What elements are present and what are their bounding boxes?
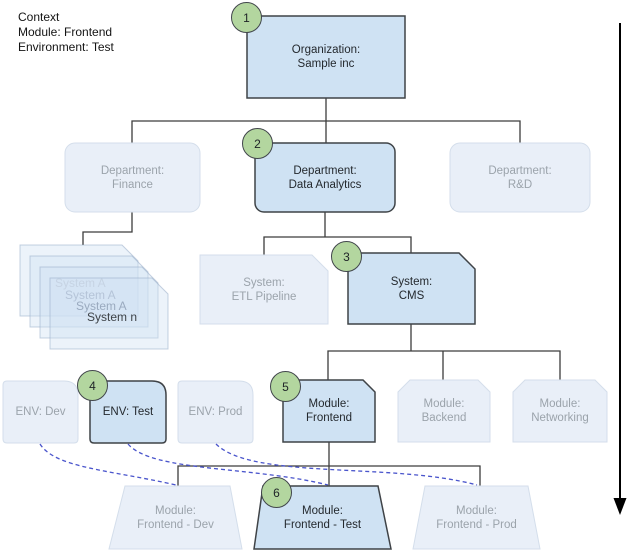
dept-data-analytics-node [254, 142, 396, 213]
context-environment-line: Environment: Test [18, 40, 114, 54]
env-test-link-dashed [127, 443, 329, 486]
step-badge-2: 2 [242, 128, 273, 159]
context-heading: Context [18, 10, 60, 24]
system-stack-line-4: System n [87, 310, 138, 324]
org-to-departments-connector [131, 98, 521, 143]
system-stack-card-3 [39, 266, 159, 339]
cms-to-modules-connector [327, 324, 561, 380]
step-badge-6: 6 [261, 477, 292, 508]
tree-connectors [82, 98, 561, 486]
deploy-frontend-dev-node [108, 485, 243, 550]
system-stack-shapes [19, 244, 169, 350]
system-stack-line-2: System A [65, 288, 116, 302]
step-badge-1: 1 [231, 2, 262, 33]
system-stack-line-3: System A [76, 299, 127, 313]
env-prod-node [177, 380, 254, 444]
context-annotation: Context Module: Frontend Environment: Te… [18, 10, 114, 55]
system-stack-line-1: System A [55, 276, 106, 290]
system-stack-card-2 [29, 255, 149, 328]
system-stack-card-4 [49, 277, 169, 350]
dept-finance-node [64, 142, 201, 213]
step-badge-4: 4 [77, 370, 108, 401]
step-badge-3: 3 [331, 241, 362, 272]
system-etl-node [199, 254, 329, 325]
flow-direction-arrow [613, 23, 627, 515]
env-prod-link-dashed [215, 443, 478, 486]
organization-node [246, 15, 406, 99]
deploy-frontend-prod-node [412, 485, 541, 550]
context-module-line: Module: Frontend [18, 25, 113, 39]
module-backend-node [397, 379, 491, 443]
module-networking-node [512, 379, 608, 443]
step-badge-5: 5 [270, 371, 301, 402]
system-cms-node [347, 252, 476, 325]
env-deployment-links [39, 443, 478, 486]
frontend-to-deployments-connector [177, 442, 481, 486]
finance-to-systems-connector [82, 212, 133, 245]
dept-rnd-node [449, 142, 591, 213]
dataanalytics-to-systems-connector [263, 212, 412, 255]
env-dev-link-dashed [39, 443, 177, 486]
env-dev-node [2, 380, 79, 444]
